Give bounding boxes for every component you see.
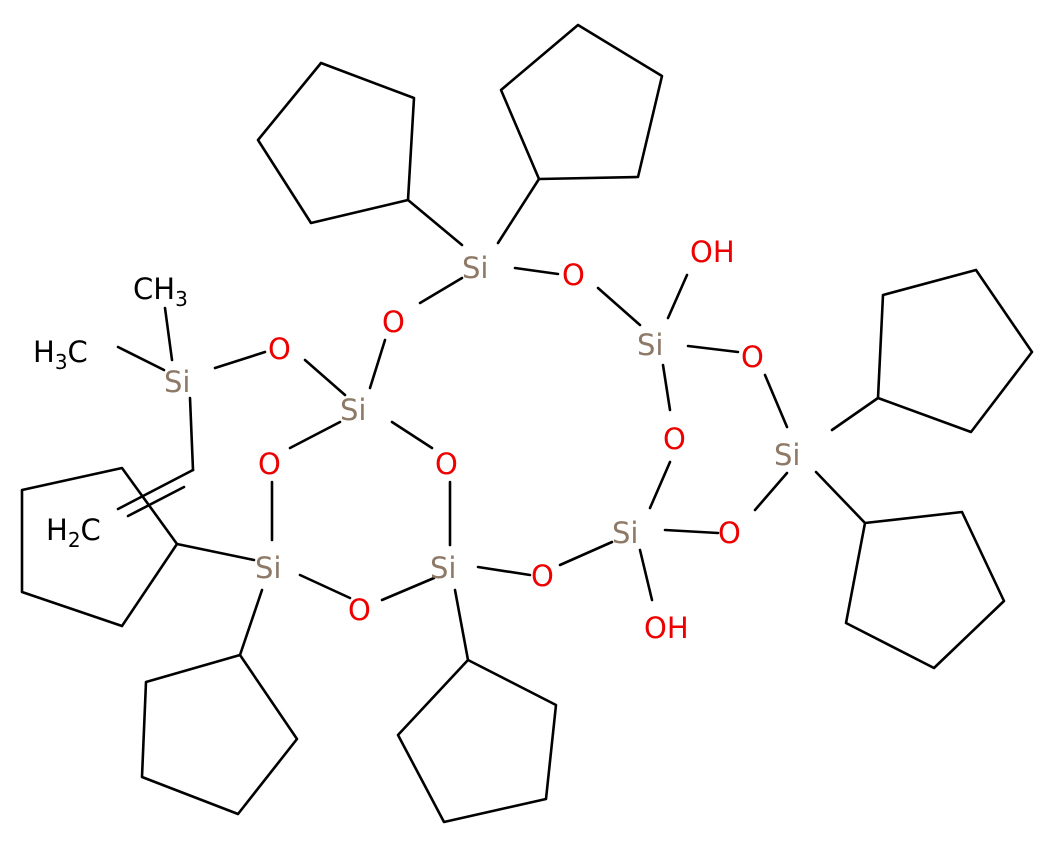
- bonds: [116, 177, 880, 662]
- atom-oh-bottom: OH: [644, 611, 689, 645]
- atom-labels: Si Si Si Si Si Si Si Si O O O O O O O O …: [33, 235, 800, 645]
- atom-si-bottom-left: Si: [255, 551, 281, 585]
- cyclopentyl-ring-right-upper: [876, 268, 1034, 434]
- cyclopentyl-ring-bottom-left: [140, 653, 299, 816]
- cyclopentyl-ring-top-right: [499, 23, 664, 181]
- atom-si-top: Si: [462, 251, 488, 285]
- atom-o-5: O: [663, 422, 686, 456]
- cyclopentyl-ring-left: [20, 466, 179, 628]
- atom-o-10: O: [348, 593, 371, 627]
- cyclopentyl-ring-right-lower: [844, 510, 1006, 670]
- atom-o-8: O: [718, 516, 741, 550]
- atom-o-7: O: [435, 447, 458, 481]
- cyclopentyl-ring-bottom-mid: [396, 658, 558, 824]
- methyl-group-left: H3C: [33, 335, 88, 374]
- atom-si-bottom-mid: Si: [430, 551, 456, 585]
- atom-si-center: Si: [340, 393, 366, 427]
- atom-si-right-upper: Si: [637, 328, 663, 362]
- atom-o-1: O: [382, 305, 405, 339]
- atom-si-right-far: Si: [774, 438, 800, 472]
- vinyl-methylene-group: H2C: [46, 513, 101, 552]
- cyclopentyl-rings: [20, 23, 1034, 824]
- atom-o-2: O: [562, 258, 585, 292]
- atom-o-4: O: [741, 340, 764, 374]
- methyl-group-top: CH3: [133, 272, 188, 311]
- cyclopentyl-ring-top-left: [256, 61, 416, 225]
- atom-oh-top: OH: [690, 235, 735, 269]
- atom-o-9: O: [531, 559, 554, 593]
- atom-si-right-lower: Si: [612, 516, 638, 550]
- atom-o-6: O: [258, 447, 281, 481]
- atom-si-dimethyl: Si: [164, 365, 190, 399]
- atom-o-3: O: [268, 332, 291, 366]
